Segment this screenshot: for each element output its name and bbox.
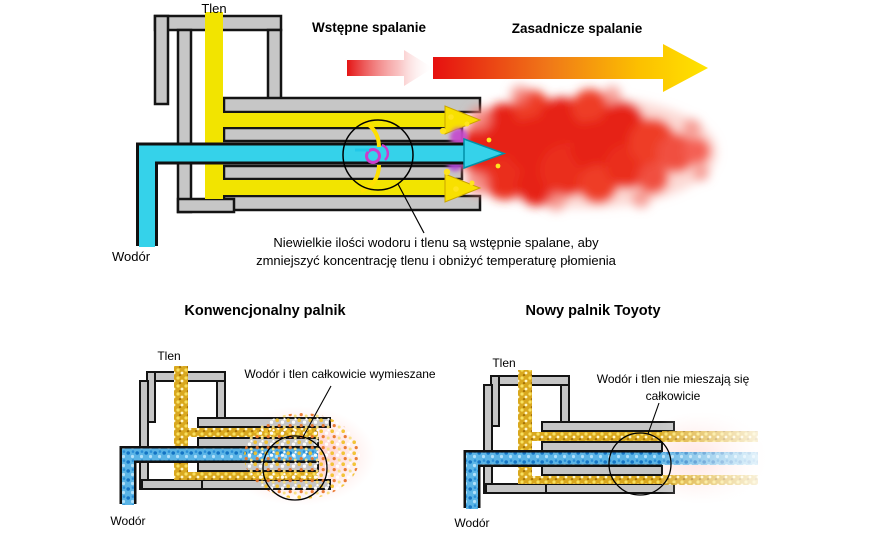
main-annotation-line1: Niewielkie ilości wodoru i tlenu są wstę… [273,235,599,250]
hydrogen-pipe [136,137,507,247]
conventional-burner-title: Konwencjonalny palnik [184,303,346,319]
oxygen-label-toyota: Tlen [492,356,516,370]
main-combustion-arrow [433,44,708,92]
conventional-annotation: Wodór i tlen całkowicie wymieszane [244,367,436,381]
main-annotation-line2: zmniejszyć koncentrację tlenu i obniżyć … [256,252,616,268]
annotation-leader-line [397,183,425,234]
oxygen-flow-arrows [444,105,482,203]
hydrogen-arrowhead [463,137,507,170]
oxygen-label-main: Tlen [201,1,227,16]
toyota-annotation-line2: całkowicie [645,388,701,403]
conventional-mixing-zone-circle [262,435,328,501]
conventional-burner [119,366,376,506]
toyota-annotation: Wodór i tlen nie mieszają się całkowicie [587,371,759,404]
spark-dots [435,114,501,192]
pre-combustion-arrow [347,50,433,86]
toyota-burner-title: Nowy palnik Toyoty [525,303,661,319]
toyota-mixing-zone-circle [608,432,672,496]
main-burner-casing [153,14,482,214]
toyota-leader-line [647,402,660,435]
pre-combustion-label: Wstępne spalanie [311,20,427,35]
toyota-burner [463,370,780,517]
flame [453,85,717,211]
hydrogen-label-toyota: Wodór [454,516,490,530]
conventional-leader-line [302,385,332,438]
mixed-gas-cloud [244,413,360,499]
main-annotation: Niewielkie ilości wodoru i tlenu są wstę… [214,234,658,270]
main-combustion-label: Zasadnicze spalanie [511,21,643,36]
pre-combustion-zone-circle [342,119,414,191]
oxygen-label-conventional: Tlen [157,349,181,363]
toyota-annotation-line1: Wodór i tlen nie mieszają się [596,372,750,386]
hydrogen-label-main: Wodór [111,249,151,264]
hydrogen-label-conventional: Wodór [110,514,146,528]
